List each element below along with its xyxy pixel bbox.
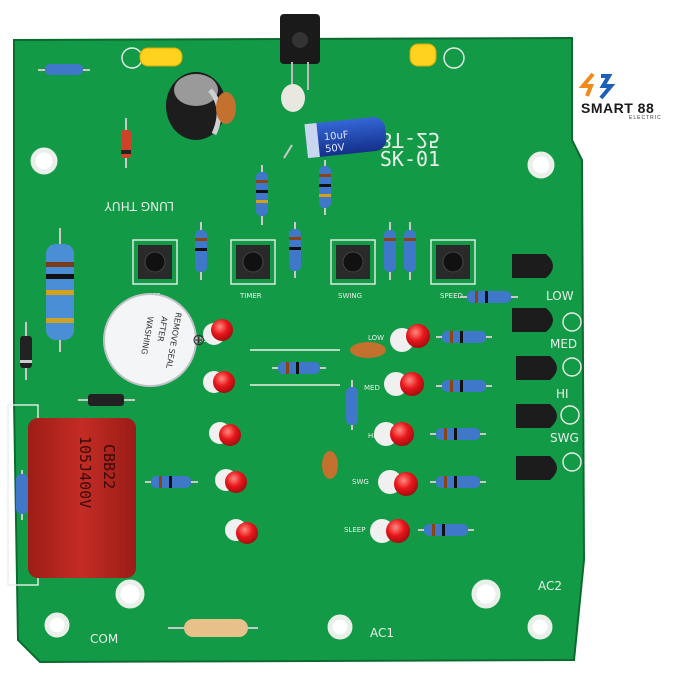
buzzer: REMOVE SEAL AFTER WASHING ⊕: [103, 293, 205, 387]
silk-led-sleep: SLEEP: [344, 526, 365, 534]
film-capacitor: CBB22 105J400V: [28, 418, 136, 578]
svg-text:10uF: 10uF: [323, 130, 349, 144]
silk-led-med: MED: [364, 384, 380, 392]
silk-led-hi: HI: [368, 432, 375, 440]
logo-subtext: ELECTRIC: [629, 115, 662, 121]
svg-text:50V: 50V: [325, 142, 346, 155]
silk-swg: SWG: [550, 431, 579, 445]
electrolytic-capacitor-blue: 10uF 50V: [283, 117, 387, 159]
silk-btn-speed: SPEED: [440, 292, 463, 300]
silk-model-label: BT-25: [380, 128, 440, 152]
ceramic-capacitor: [322, 342, 386, 479]
led-red: [370, 324, 430, 543]
svg-text:AFTER: AFTER: [156, 316, 169, 343]
transistor: [512, 254, 557, 480]
push-button-off: [138, 245, 172, 279]
silk-ac1: AC1: [370, 626, 394, 640]
ir-receiver: [280, 14, 320, 112]
lightning-logo-icon: [579, 72, 616, 100]
silk-sub-label: SK-01: [380, 147, 440, 171]
silk-low: LOW: [546, 289, 574, 303]
svg-text:CBB22: CBB22: [100, 444, 118, 489]
logo-text: SMART 88: [581, 100, 655, 116]
power-resistor: [46, 228, 74, 352]
push-button-timer: [236, 245, 270, 279]
silk-btn-swing: SWING: [338, 292, 362, 300]
resistor: [38, 64, 90, 75]
silk-btn-timer: TIMER: [239, 292, 262, 300]
led-yellow: [139, 43, 437, 67]
push-button-speed: [436, 245, 470, 279]
silk-ac2: AC2: [538, 579, 562, 593]
silk-led-low: LOW: [368, 334, 384, 342]
silk-hi: HI: [556, 387, 569, 401]
smart88-logo: SMART 88 ELECTRIC: [575, 72, 687, 132]
mounting-hole: [30, 147, 555, 640]
silk-led-swg: SWG: [352, 478, 369, 486]
led-red: [203, 319, 258, 544]
svg-text:105J400V: 105J400V: [76, 436, 94, 508]
silk-brand: LUNG THUY: [104, 199, 174, 213]
fuse-resistor: [168, 619, 258, 637]
silk-med: MED: [550, 337, 577, 351]
svg-text:BT-25: BT-25: [380, 128, 440, 152]
electrolytic-capacitor-black: [166, 72, 236, 140]
diode: [20, 118, 135, 406]
svg-text:⊕: ⊕: [192, 330, 205, 349]
push-button-swing: [336, 245, 370, 279]
silk-com: COM: [90, 632, 118, 646]
